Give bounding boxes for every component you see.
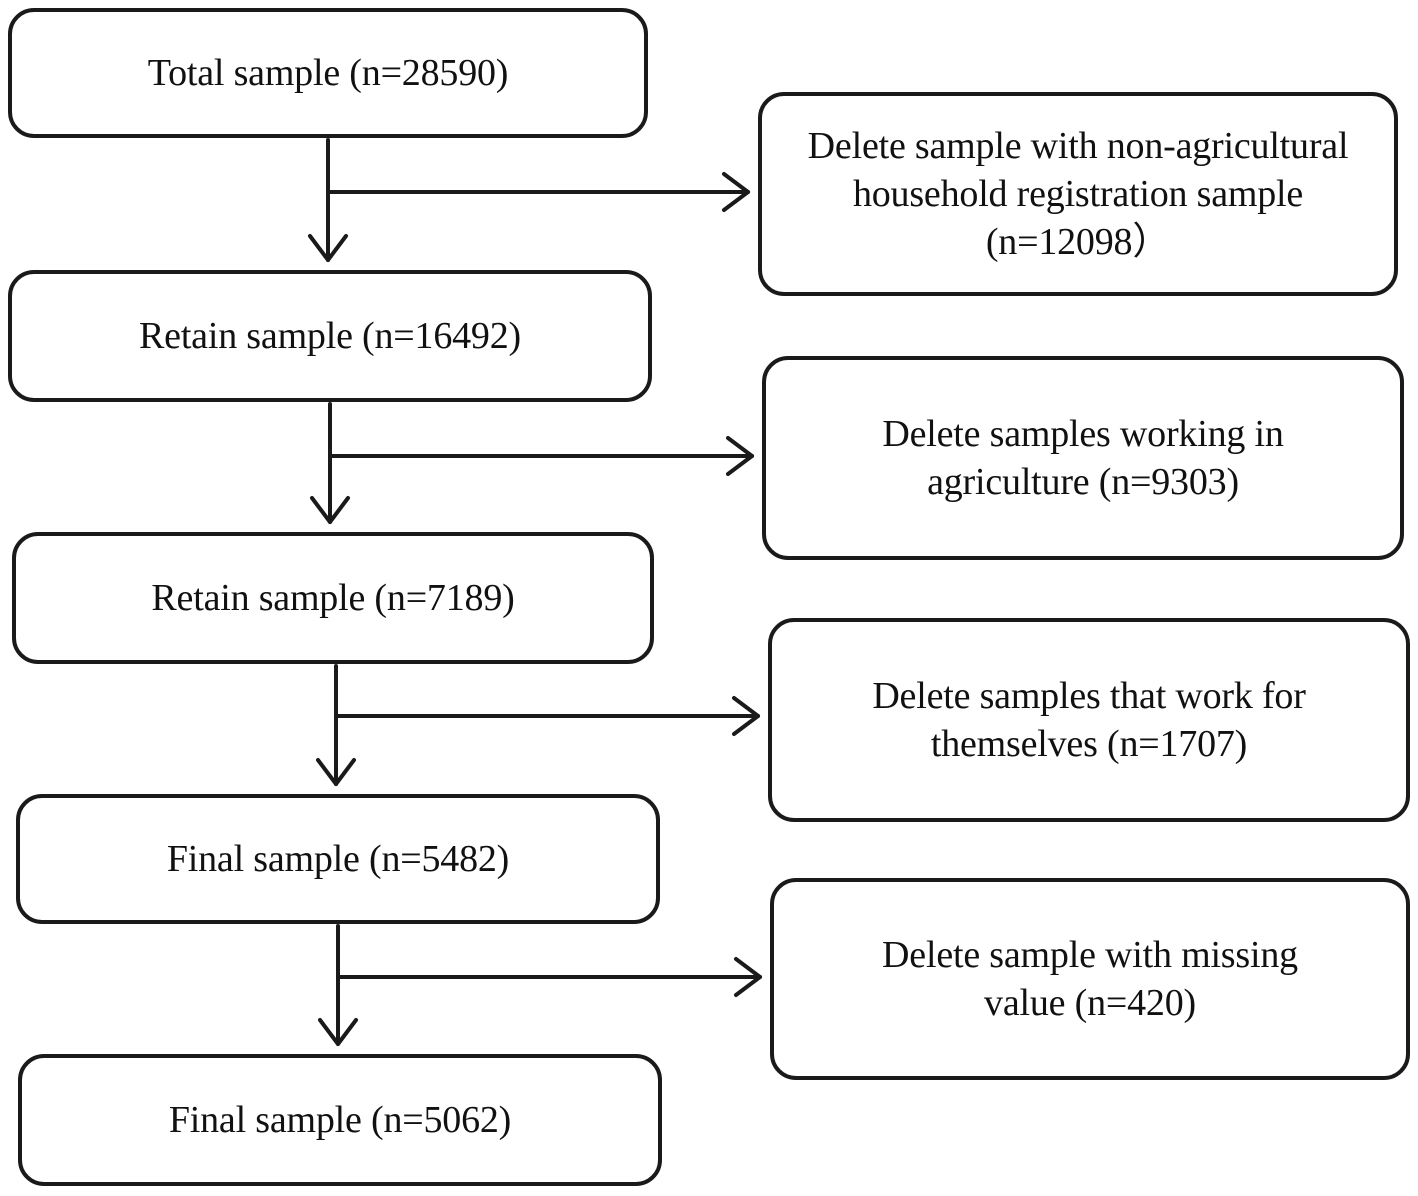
step-label: Retain sample (n=16492) <box>139 315 521 357</box>
arrowhead-right-3 <box>732 696 760 736</box>
step-box-total-sample: Total sample (n=28590) <box>8 8 648 138</box>
exclusion-line: Delete sample with non-agricultural <box>807 125 1349 167</box>
arrowhead-right-4 <box>734 957 762 997</box>
exclusion-line: Delete samples working in <box>882 413 1284 455</box>
exclusion-line: agriculture (n=9303) <box>927 461 1239 503</box>
arrowhead-right-1 <box>722 172 750 212</box>
step-box-final-sample-2: Final sample (n=5062) <box>18 1054 662 1186</box>
step-label: Final sample (n=5482) <box>166 838 510 880</box>
exclusion-line: value (n=420) <box>984 982 1196 1024</box>
arrowhead-down-2 <box>310 496 350 524</box>
exclusion-line: Delete sample with missing <box>882 934 1298 976</box>
arrowhead-right-2 <box>726 436 754 476</box>
step-label: Total sample (n=28590) <box>147 52 509 94</box>
exclusion-box-agriculture: Delete samples working in agriculture (n… <box>762 356 1404 560</box>
step-label: Retain sample (n=7189) <box>151 577 515 619</box>
arrowhead-down-3 <box>316 758 356 786</box>
exclusion-box-self-employed: Delete samples that work for themselves … <box>768 618 1410 822</box>
step-box-final-sample-1: Final sample (n=5482) <box>16 794 660 924</box>
step-box-retain-sample-1: Retain sample (n=16492) <box>8 270 652 402</box>
exclusion-box-non-agricultural: Delete sample with non-agricultural hous… <box>758 92 1398 296</box>
step-box-retain-sample-2: Retain sample (n=7189) <box>12 532 654 664</box>
exclusion-line: themselves (n=1707) <box>930 723 1248 765</box>
step-label: Final sample (n=5062) <box>168 1099 512 1141</box>
arrowhead-down-4 <box>318 1018 358 1046</box>
exclusion-line: (n=12098） <box>985 221 1171 263</box>
exclusion-line: Delete samples that work for <box>872 675 1306 717</box>
exclusion-box-missing-value: Delete sample with missing value (n=420) <box>770 878 1410 1080</box>
exclusion-line: household registration sample <box>852 173 1304 215</box>
arrowhead-down-1 <box>308 234 348 262</box>
